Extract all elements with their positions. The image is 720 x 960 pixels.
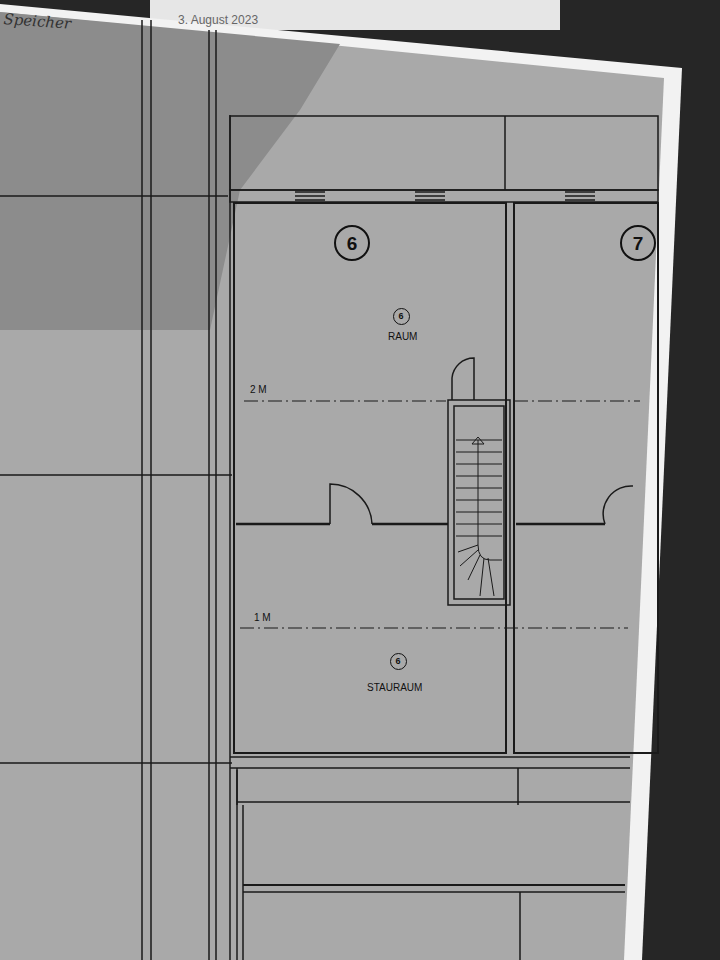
callout-circle: 6 [390,653,407,670]
height-line-label: 1 M [254,613,271,623]
callout-circle: 6 [393,308,410,325]
callout-circle: 6 [334,225,370,261]
room-name: RAUM [388,332,417,342]
handwritten-note: Speicher [3,12,72,32]
height-line-label: 2 M [250,385,267,395]
print-date: 3. August 2023 [178,14,258,26]
callout-number: 6 [398,312,403,321]
room-name: STAURAUM [367,683,422,693]
callout-number: 7 [633,234,644,253]
callout-circle: 7 [620,225,656,261]
callout-number: 6 [395,657,400,666]
callout-number: 6 [347,234,358,253]
